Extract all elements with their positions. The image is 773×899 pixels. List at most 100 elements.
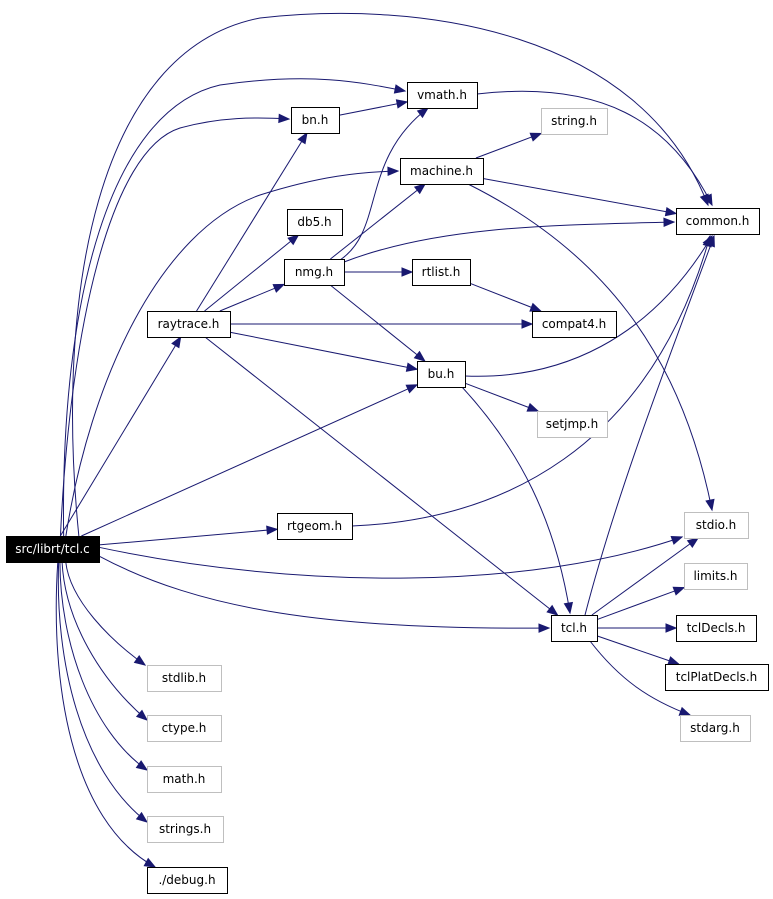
edge-tcl_c-to-ctype-line (61, 561, 148, 721)
node-strings-box (147, 816, 224, 843)
node-tclPlatDecls[interactable]: tclPlatDecls.h (665, 664, 769, 691)
edge-rtlist-to-compat4-line (469, 282, 541, 312)
node-bn[interactable]: bn.h (291, 107, 340, 134)
edge-tcl-to-stdarg-arrowhead (678, 706, 692, 716)
node-stdarg-label: stdarg.h (690, 721, 740, 735)
edge-nmg-to-machine-arrowhead (413, 183, 427, 195)
node-compat4[interactable]: compat4.h (532, 311, 617, 338)
edge-raytrace-to-tcl-arrowhead (546, 604, 559, 616)
edge-tcl_c-to-stdlib (65, 561, 147, 666)
node-setjmp-box (537, 411, 608, 438)
edge-machine-to-stdio (467, 183, 715, 512)
edge-tcl_c-to-strings-line (57, 561, 148, 823)
node-nmg-label: nmg.h (295, 265, 333, 279)
node-vmath[interactable]: vmath.h (407, 82, 478, 109)
node-tcl_c-box (6, 536, 100, 563)
edge-tcl_c-to-math-line (59, 561, 148, 771)
node-tcl_c[interactable]: src/librt/tcl.c (6, 536, 100, 563)
node-strings[interactable]: strings.h (147, 816, 224, 843)
nodes-layer: src/librt/tcl.c vmath.h bn.h string.h machin… (6, 82, 769, 894)
edge-tcl_c-to-bu-line (81, 384, 418, 537)
edge-tcl_c-to-tcl-line (98, 555, 550, 629)
edge-bn-to-vmath (338, 99, 409, 116)
edge-machine-to-common (482, 178, 678, 217)
node-bn-label: bn.h (302, 113, 329, 127)
edge-raytrace-to-compat4 (230, 319, 534, 329)
node-string-box (541, 108, 608, 135)
edge-tcl-to-stdarg-line (589, 640, 691, 716)
node-stdio[interactable]: stdio.h (684, 512, 749, 539)
node-limits[interactable]: limits.h (684, 563, 748, 590)
edge-raytrace-to-bu-arrowhead (405, 362, 419, 372)
node-rtgeom[interactable]: rtgeom.h (277, 513, 353, 540)
node-debug-box (147, 867, 228, 894)
edge-machine-to-string (475, 132, 543, 159)
node-nmg-box (284, 259, 345, 286)
node-math[interactable]: math.h (147, 766, 222, 793)
edge-tcl_c-to-raytrace-arrowhead (171, 335, 182, 349)
node-tcl-box (551, 615, 598, 642)
edge-tcl_c-to-common-line (72, 12, 709, 537)
edge-machine-to-string-line (475, 132, 542, 159)
node-debug-label: ./debug.h (158, 873, 215, 887)
edge-vmath-to-common-arrowhead (703, 193, 713, 207)
edge-tcl_c-to-machine-arrowhead (387, 166, 400, 177)
edge-nmg-to-common (343, 217, 676, 263)
edge-tcl-to-limits (596, 586, 686, 621)
node-machine-box (400, 158, 484, 185)
edge-tcl_c-to-stdio-arrowhead (670, 535, 684, 545)
node-ctype-box (147, 715, 222, 742)
edge-nmg-to-vmath-arrowhead (416, 107, 430, 119)
edge-tcl_c-to-math-arrowhead (135, 760, 149, 771)
node-stdlib[interactable]: stdlib.h (147, 665, 222, 692)
edge-tcl_c-to-bu-arrowhead (405, 384, 419, 394)
edge-tcl-to-tclPlatDecls (596, 635, 680, 666)
edge-bu-to-common (464, 234, 713, 377)
edge-tcl_c-to-stdio-line (98, 536, 683, 579)
node-tcl[interactable]: tcl.h (551, 615, 598, 642)
node-db5[interactable]: db5.h (287, 209, 343, 236)
edge-tcl_c-to-debug-line (55, 561, 156, 868)
node-stdarg[interactable]: stdarg.h (680, 715, 751, 742)
edge-rtlist-to-compat4-arrowhead (529, 302, 543, 312)
node-limits-label: limits.h (693, 569, 737, 583)
node-bu[interactable]: bu.h (417, 361, 466, 388)
node-debug[interactable]: ./debug.h (147, 867, 228, 894)
node-string[interactable]: string.h (541, 108, 608, 135)
node-raytrace-label: raytrace.h (158, 317, 220, 331)
node-raytrace[interactable]: raytrace.h (147, 311, 231, 338)
edge-nmg-to-vmath (339, 107, 430, 261)
node-vmath-label: vmath.h (417, 88, 467, 102)
node-common[interactable]: common.h (676, 208, 760, 235)
edge-tcl_c-to-tcl (98, 555, 551, 633)
edge-tcl-to-common (584, 234, 715, 616)
node-tclDecls-box (676, 615, 757, 642)
edge-tcl_c-to-machine (65, 166, 400, 537)
node-rtlist[interactable]: rtlist.h (412, 259, 471, 286)
node-tclDecls[interactable]: tclDecls.h (676, 615, 757, 642)
edge-raytrace-to-nmg-arrowhead (272, 283, 286, 293)
edge-tcl_c-to-stdlib-line (65, 561, 146, 666)
node-machine[interactable]: machine.h (400, 158, 484, 185)
edge-nmg-to-bu-arrowhead (413, 350, 426, 362)
node-ctype[interactable]: ctype.h (147, 715, 222, 742)
node-stdlib-label: stdlib.h (162, 671, 206, 685)
edge-tcl_c-to-tcl-arrowhead (538, 623, 551, 633)
node-bn-box (291, 107, 340, 134)
node-db5-label: db5.h (297, 215, 331, 229)
edge-nmg-to-machine-line (330, 183, 426, 260)
edge-vmath-to-common-line (476, 90, 713, 206)
edge-nmg-to-machine (330, 183, 427, 260)
edge-tcl-to-stdio-line (591, 537, 699, 616)
edge-bu-to-tcl-line (461, 386, 571, 614)
node-nmg[interactable]: nmg.h (284, 259, 345, 286)
node-setjmp[interactable]: setjmp.h (537, 411, 608, 438)
edge-tcl-to-common-line (584, 235, 715, 616)
edge-nmg-to-bu-line (329, 284, 426, 362)
edge-tcl_c-to-rtgeom (98, 525, 279, 546)
edge-raytrace-to-db5-arrowhead (287, 234, 300, 246)
node-bu-label: bu.h (428, 367, 455, 381)
edge-rtgeom-to-common (351, 234, 712, 527)
node-rtlist-box (412, 259, 471, 286)
